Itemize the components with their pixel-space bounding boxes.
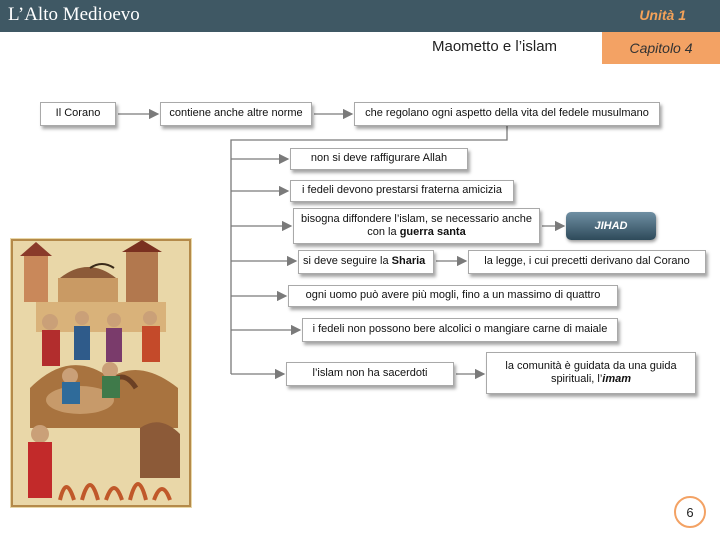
sharia-bold-text: Sharia [391, 255, 426, 268]
priests-label: l’islam non ha sacerdoti [312, 367, 428, 380]
unit-label: Unità 1 [639, 7, 686, 23]
line-rules-down [230, 126, 508, 374]
wives-label: ogni uomo può avere più mogli, fino a un… [305, 289, 601, 302]
spread-bold-text: guerra santa [399, 226, 466, 238]
miniature-painting-image [10, 238, 192, 508]
sharia-desc-label: la legge, i cui precetti derivano dal Co… [484, 255, 690, 268]
header-bar [0, 0, 720, 32]
imam-label: la comunità è guidata da una guida spiri… [491, 360, 691, 386]
box-wives: ogni uomo può avere più mogli, fino a un… [288, 285, 618, 307]
alcohol-label: i fedeli non possono bere alcolici o man… [312, 323, 608, 336]
box-spread-islam: bisogna diffondere l’islam, se necessari… [293, 208, 540, 244]
contains-label: contiene anche altre norme [169, 107, 303, 120]
box-fraternity: i fedeli devono prestarsi fraterna amici… [290, 180, 514, 202]
root-label: Il Corano [55, 107, 101, 120]
spread-text: bisogna diffondere l’islam, se necessari… [301, 212, 532, 238]
chapter-label: Capitolo 4 [602, 32, 720, 64]
box-no-priests: l’islam non ha sacerdoti [286, 362, 454, 386]
sharia-text: si deve seguire la [303, 255, 392, 268]
box-imam: la comunità è guidata da una guida spiri… [486, 352, 696, 394]
imam-bold-text: imam [602, 373, 632, 385]
box-sharia: si deve seguire la Sharia [298, 250, 434, 274]
fraternity-label: i fedeli devono prestarsi fraterna amici… [302, 184, 502, 197]
box-allah: non si deve raffigurare Allah [290, 148, 468, 170]
box-contiene-norme: contiene anche altre norme [160, 102, 312, 126]
sharia-label: si deve seguire la Sharia [303, 255, 425, 268]
spread-label: bisogna diffondere l’islam, se necessari… [298, 213, 535, 239]
rules-label: che regolano ogni aspetto della vita del… [365, 107, 649, 120]
allah-label: non si deve raffigurare Allah [310, 152, 448, 165]
chapter-subtitle: Maometto e l’islam [432, 38, 558, 55]
box-alcohol: i fedeli non possono bere alcolici o man… [302, 318, 618, 342]
box-sharia-desc: la legge, i cui precetti derivano dal Co… [468, 250, 706, 274]
box-norme-vita: che regolano ogni aspetto della vita del… [354, 102, 660, 126]
box-il-corano: Il Corano [40, 102, 116, 126]
imam-text: la comunità è guidata da una guida spiri… [505, 359, 677, 385]
page-number: 6 [674, 496, 706, 528]
course-title: L’Alto Medioevo [8, 4, 140, 25]
jihad-badge: JIHAD [566, 212, 656, 240]
